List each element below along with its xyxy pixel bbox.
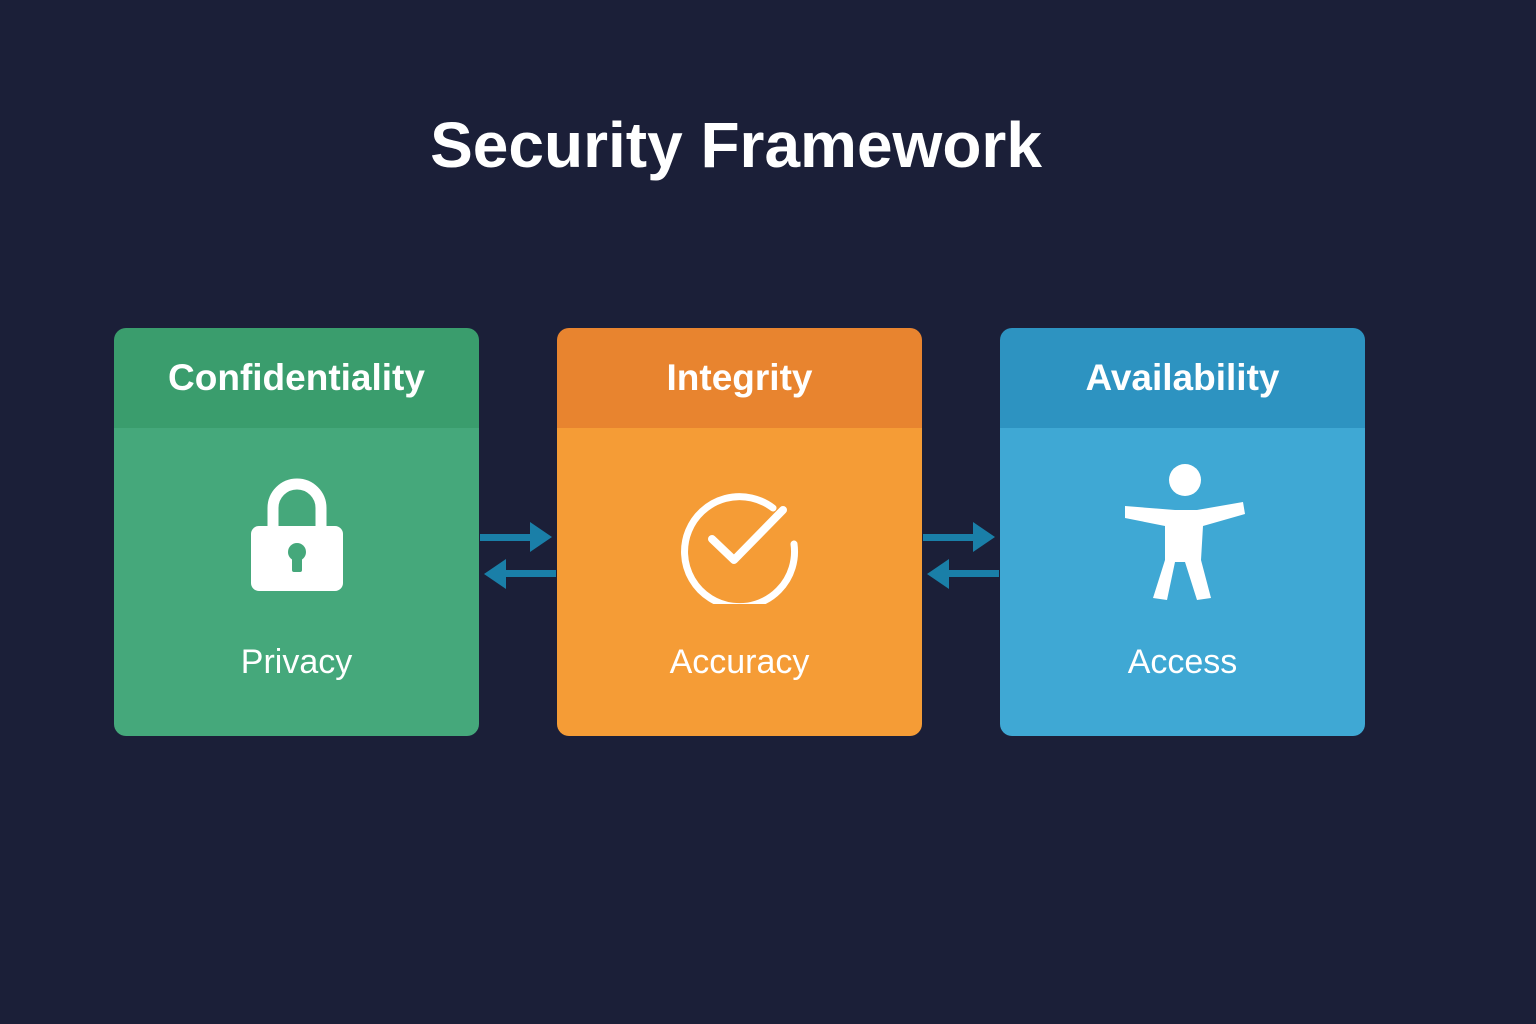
check-circle-icon bbox=[680, 493, 798, 604]
bidirectional-arrow-icon bbox=[923, 522, 999, 589]
page-title: Security Framework bbox=[430, 109, 1042, 181]
card-subtitle: Access bbox=[1127, 643, 1238, 681]
lock-icon bbox=[250, 478, 343, 591]
card-availability: Availability Access bbox=[1000, 328, 1365, 736]
card-subtitle: Accuracy bbox=[669, 643, 810, 681]
card-header: Availability bbox=[1000, 328, 1365, 428]
card-body: Privacy bbox=[114, 428, 479, 736]
bidirectional-arrow-icon bbox=[480, 522, 556, 589]
card-integrity: Integrity Accuracy bbox=[557, 328, 922, 736]
card-header: Confidentiality bbox=[114, 328, 479, 428]
card-confidentiality: Confidentiality Privacy bbox=[114, 328, 479, 736]
card-header: Integrity bbox=[557, 328, 922, 428]
card-body: Access bbox=[1000, 428, 1365, 736]
accessibility-person-icon bbox=[1124, 464, 1245, 600]
card-subtitle: Privacy bbox=[240, 643, 353, 681]
card-body: Accuracy bbox=[557, 428, 922, 736]
